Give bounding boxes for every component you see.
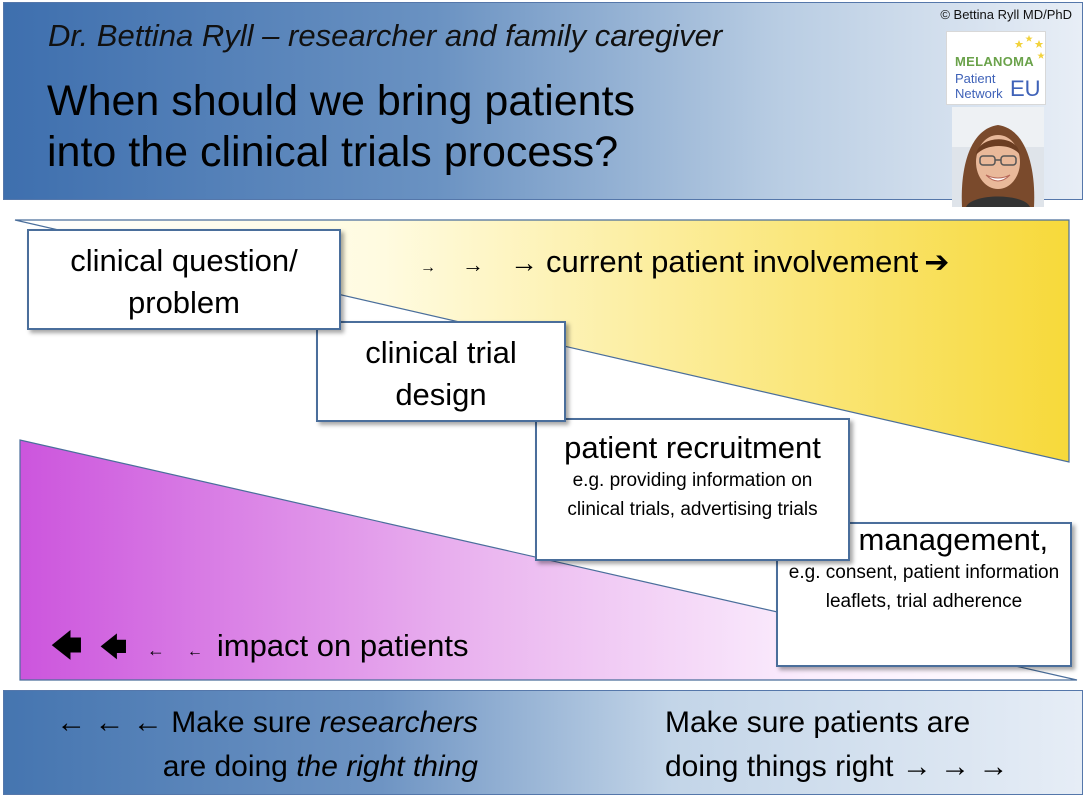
footer-patients-message: Make sure patients are doing things righ…	[665, 701, 1009, 789]
impact-label: 🡄 🡄 ← ← impact on patients	[51, 624, 468, 675]
presenter-subtitle: Dr. Bettina Ryll – researcher and family…	[48, 18, 723, 53]
patient-recruitment-detail: e.g. providing information on clinical t…	[567, 470, 818, 520]
footer-right-line-2: doing things right → → →	[665, 750, 1009, 783]
arrow-left-bold-icon: 🡄	[100, 632, 127, 662]
researchers-emphasis: researchers	[319, 706, 478, 739]
portrait-image	[952, 107, 1044, 207]
copyright-notice: © Bettina Ryll MD/PhD	[940, 7, 1072, 22]
patient-recruitment-title: patient recruitment	[564, 430, 821, 465]
title-line-2: into the clinical trials process?	[47, 128, 619, 176]
clinical-question-line-2: problem	[128, 285, 240, 320]
logo-patient-text: Patient	[955, 71, 996, 86]
arrow-left-bold-icon: 🡄	[51, 630, 82, 663]
impact-text: impact on patients	[216, 628, 469, 663]
arrow-left-icon: ←	[186, 643, 203, 660]
clinical-question-box: clinical question/ problem	[27, 229, 341, 330]
melanoma-patient-network-logo: MELANOMA Patient Network EU	[946, 31, 1046, 105]
header-banner	[3, 2, 1083, 200]
slide-title: When should we bring patients into the c…	[47, 76, 635, 178]
logo-network-text: Network	[955, 86, 1003, 101]
arrow-right-bold-icon: ➔	[924, 246, 950, 279]
arrow-right-icon: →	[420, 259, 436, 276]
involvement-text: current patient involvement	[546, 244, 919, 279]
footer-banner	[3, 690, 1083, 795]
eu-stars-icon	[1014, 35, 1045, 59]
involvement-label: → → → current patient involvement➔	[420, 244, 949, 280]
footer-right-line-1: Make sure patients are	[665, 706, 971, 739]
arrow-left-icon: ←	[146, 640, 165, 660]
arrow-right-icon: → → →	[893, 750, 1009, 783]
presenter-photo	[952, 107, 1044, 207]
clinical-question-line-1: clinical question/	[70, 243, 298, 278]
patient-recruitment-box: patient recruitment e.g. providing infor…	[535, 418, 850, 561]
trial-management-detail: e.g. consent, patient information leafle…	[788, 562, 1060, 612]
clinical-trial-design-box: clinical trial design	[316, 321, 566, 422]
trial-design-line-1: clinical trial	[365, 335, 517, 370]
arrow-left-icon: ← ← ←	[56, 706, 163, 739]
footer-left-line-1: ← ← ← Make sure researchers	[56, 706, 478, 739]
footer-left-line-2: are doing the right thing	[162, 750, 478, 783]
title-line-1: When should we bring patients	[47, 77, 636, 125]
logo-eu-text: EU	[1010, 76, 1041, 101]
arrow-right-icon: →	[510, 247, 538, 278]
logo-melanoma-text: MELANOMA	[955, 54, 1034, 69]
arrow-right-icon: →	[462, 252, 484, 277]
footer-researchers-message: ← ← ← Make sure researchers are doing th…	[56, 701, 478, 789]
right-thing-emphasis: the right thing	[296, 750, 478, 783]
trial-design-line-2: design	[395, 377, 487, 412]
